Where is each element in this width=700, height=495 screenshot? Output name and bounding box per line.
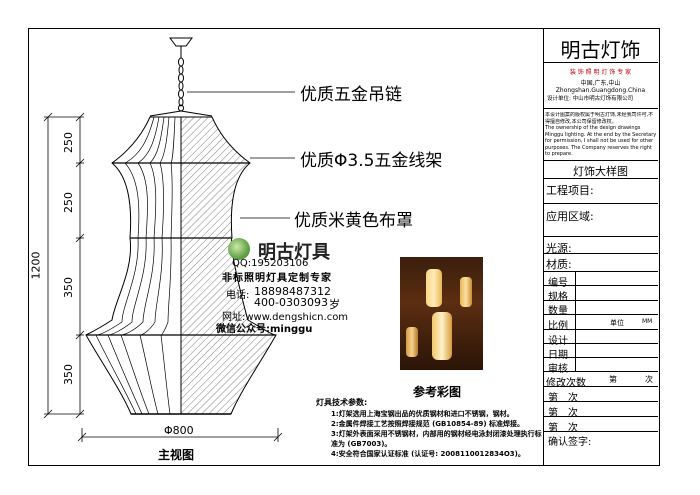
material-label: 材质: [546, 258, 572, 271]
quantity-label: 数量 [548, 306, 568, 317]
ref-lamp-2 [432, 312, 452, 360]
revision-1-unit: 次 [568, 393, 578, 404]
review-label: 审核 [548, 364, 568, 375]
spec-label: 规格 [548, 292, 568, 303]
revision-3-label: 第 [548, 423, 558, 434]
label-fabric: 优质米黄色布罩 [294, 211, 413, 231]
phone-2-suffix: 岁 [329, 298, 340, 311]
spec-item-2: 2:金属件焊接工艺按照焊接规范 (GB10854-89) 标准焊接。 [331, 420, 525, 428]
drawing-type: 灯饰大样图 [573, 165, 628, 178]
company-location: 中国,广东,中山 [580, 80, 621, 87]
number-label: 编号 [548, 278, 568, 289]
slogan: 非标照明灯具定制专家 [222, 273, 332, 284]
qq-number: QQ:195203106 [232, 258, 309, 269]
scale-label: 比例 [548, 321, 568, 332]
revision-2-label: 第 [548, 408, 558, 419]
light-source-label: 光源: [546, 242, 572, 255]
dim-diameter: Φ800 [164, 424, 194, 437]
label-chain: 优质五金吊链 [300, 85, 402, 105]
unit-value: MM [642, 318, 653, 325]
confirm-signature-label: 确认签字: [548, 437, 592, 448]
ref-lamp-4 [406, 327, 418, 357]
revision-1-label: 第 [548, 393, 558, 404]
dim-segment-1: 250 [62, 132, 75, 153]
dim-segment-3: 350 [62, 277, 75, 298]
specs-list: 1:灯架选用上海宝钢出品的优质钢材和进口不锈钢，钢材。 2:金属件焊接工艺按照焊… [331, 409, 543, 459]
phone-label: 电话: [226, 290, 250, 301]
spec-item-4: 4:安全符合国家认证标准 (认证号: 2008110012834O3)。 [331, 450, 525, 458]
ceiling-canopy [169, 37, 193, 47]
company-subtitle: 装 饰 照 明 灯 饰 专 家 [569, 69, 632, 76]
project-label: 工程项目: [546, 184, 594, 197]
wechat: 微信公众号:minggu [216, 324, 313, 335]
drawing-frame [28, 28, 660, 466]
shade-left-half [85, 116, 182, 415]
revision-2-unit: 次 [568, 408, 578, 419]
revision-count-unit: 次 [645, 375, 653, 384]
grid-divider [575, 271, 576, 371]
title-block [543, 28, 660, 466]
phone-2: 400-0303093 [254, 296, 328, 309]
copyright-notice: 本设计图案的版权属于明古灯饰,未经我司许可,不得擅自修改,本公司保留修改权。 T… [545, 112, 657, 157]
dim-segment-2: 250 [62, 192, 75, 213]
reference-photo [400, 257, 483, 370]
area-label: 应用区域: [546, 210, 594, 223]
phone-1: 18898487312 [254, 285, 331, 298]
ref-lamp-1 [426, 269, 442, 307]
view-title: 主视图 [158, 448, 195, 462]
revision-count-label: 修改次数 [546, 378, 586, 389]
date-label: 日期 [548, 350, 568, 361]
revision-3-unit: 次 [568, 423, 578, 434]
company-name: 明古灯饰 [560, 38, 641, 62]
chain [178, 57, 184, 112]
revision-count-no: 第 [609, 375, 617, 384]
website: 网址:www.dengshicn.com [222, 312, 349, 323]
dim-total-height: 1200 [29, 251, 43, 280]
dim-segment-4: 350 [62, 364, 75, 385]
unit-label: 单位 [610, 319, 624, 327]
shade-right-half [180, 116, 277, 415]
spec-item-1: 1:灯架选用上海宝钢出品的优质钢材和进口不锈钢，钢材。 [331, 410, 514, 418]
label-frame: 优质Φ3.5五金线架 [300, 151, 443, 171]
reference-caption: 参考彩图 [413, 385, 462, 399]
horizontal-dimension [77, 428, 283, 442]
vertical-dimension [43, 112, 85, 419]
brand-logo-icon [228, 238, 250, 260]
design-label: 设计 [548, 336, 568, 347]
design-unit: 设计单位: 中山市明古灯饰有限公司 [547, 96, 634, 102]
company-location-en: Zhongshan.Guangdong.China [555, 87, 646, 94]
spec-item-3: 3:灯架外表面采用不锈钢材，内部用的钢材经电泳封闭漆处理执行标准为 (GB700… [331, 430, 542, 448]
ref-lamp-3 [460, 277, 472, 307]
brand-name: 明古灯具 [258, 242, 330, 263]
specs-title: 灯具技术参数: [316, 398, 368, 407]
leader-lines [187, 91, 295, 219]
